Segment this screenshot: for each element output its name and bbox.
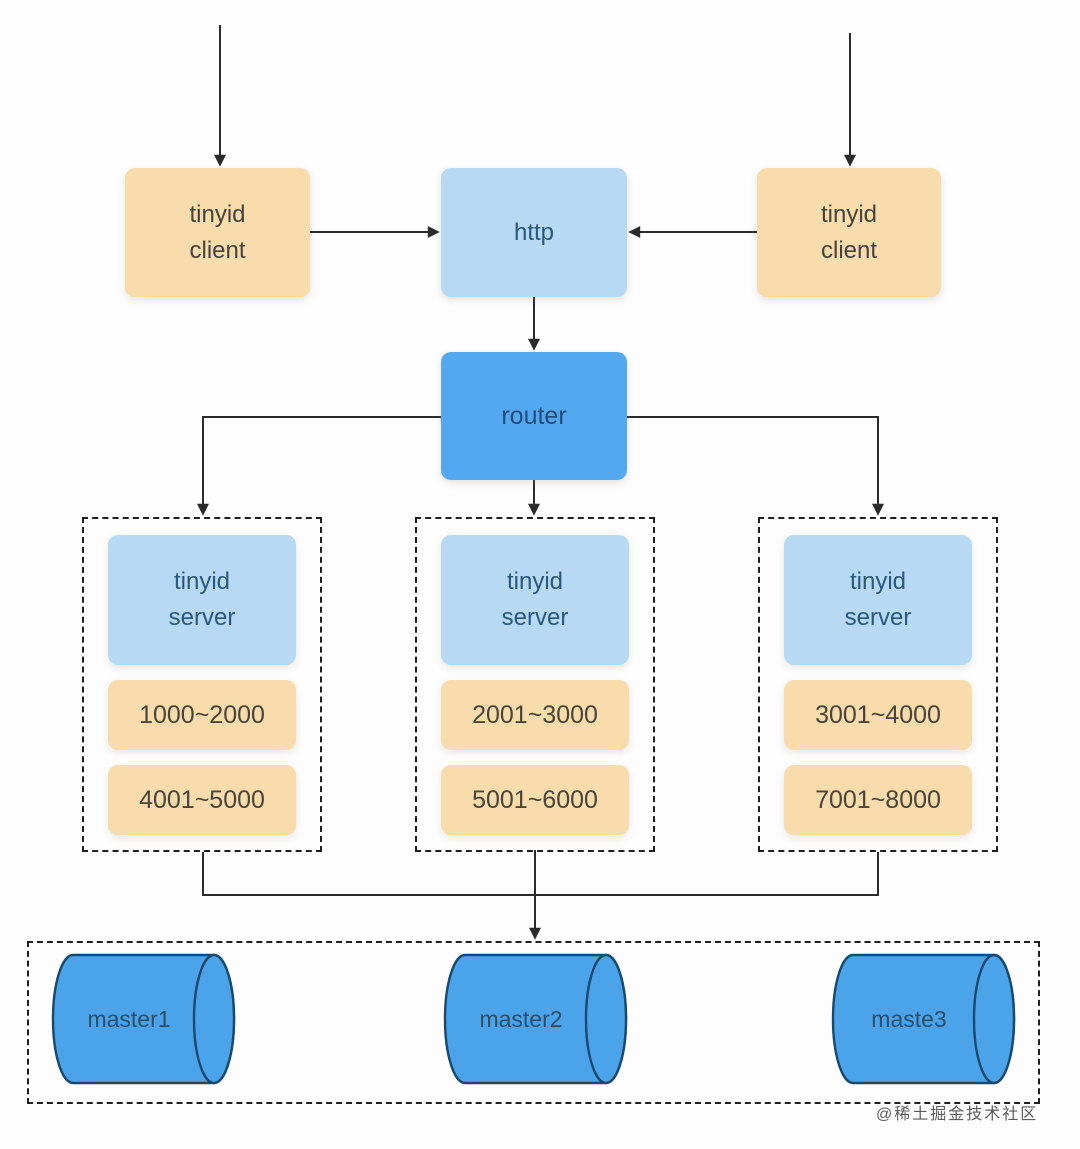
- node-tinyid-server-2: tinyid server: [441, 535, 629, 665]
- node-tinyid-server-1: tinyid server: [108, 535, 296, 665]
- master3-label: maste3: [871, 1005, 947, 1032]
- arrow-router-to-server-right: [627, 416, 884, 516]
- server-group-3: tinyid server 3001~4000 7001~8000: [758, 517, 998, 852]
- id-range-label: 2001~3000: [472, 700, 598, 729]
- master-db-zone: [27, 941, 1040, 1104]
- database-cylinder-icon: [831, 953, 1016, 1085]
- id-range-box: 3001~4000: [784, 680, 972, 750]
- node-router: router: [441, 352, 627, 480]
- database-cylinder-icon: [443, 953, 628, 1085]
- id-range-label: 3001~4000: [815, 700, 941, 729]
- id-range-box: 7001~8000: [784, 765, 972, 835]
- master1-label: master1: [87, 1005, 171, 1032]
- master2-label: master2: [479, 1005, 563, 1032]
- tinyid-server-3-label: tinyid server: [844, 568, 912, 631]
- id-range-box: 4001~5000: [108, 765, 296, 835]
- server-group-2: tinyid server 2001~3000 5001~6000: [415, 517, 655, 852]
- watermark-text: @稀土掘金技术社区: [876, 1106, 1039, 1123]
- id-range-label: 5001~6000: [472, 785, 598, 814]
- tinyid-server-2-label: tinyid server: [501, 568, 569, 631]
- id-range-box: 2001~3000: [441, 680, 629, 750]
- server-group-1: tinyid server 1000~2000 4001~5000: [82, 517, 322, 852]
- server-merge-bracket: [202, 852, 879, 896]
- node-master1: master1: [50, 952, 238, 1086]
- id-range-box: 5001~6000: [441, 765, 629, 835]
- node-tinyid-server-3: tinyid server: [784, 535, 972, 665]
- id-range-label: 7001~8000: [815, 785, 941, 814]
- arrow-router-to-server-left: [197, 416, 441, 516]
- tinyid-client-right-label: tinyid client: [820, 200, 878, 264]
- node-master3: maste3: [830, 952, 1018, 1086]
- router-label: router: [501, 401, 567, 430]
- database-cylinder-icon: [51, 953, 236, 1085]
- node-tinyid-client-left: tinyid client: [125, 168, 310, 297]
- http-label: http: [513, 218, 555, 246]
- id-range-label: 4001~5000: [139, 785, 265, 814]
- node-tinyid-client-right: tinyid client: [757, 168, 941, 297]
- tinyid-server-1-label: tinyid server: [168, 568, 236, 631]
- id-range-label: 1000~2000: [139, 700, 265, 729]
- id-range-box: 1000~2000: [108, 680, 296, 750]
- node-master2: master2: [442, 952, 630, 1086]
- tinyid-client-left-label: tinyid client: [189, 200, 246, 264]
- node-http: http: [441, 168, 627, 297]
